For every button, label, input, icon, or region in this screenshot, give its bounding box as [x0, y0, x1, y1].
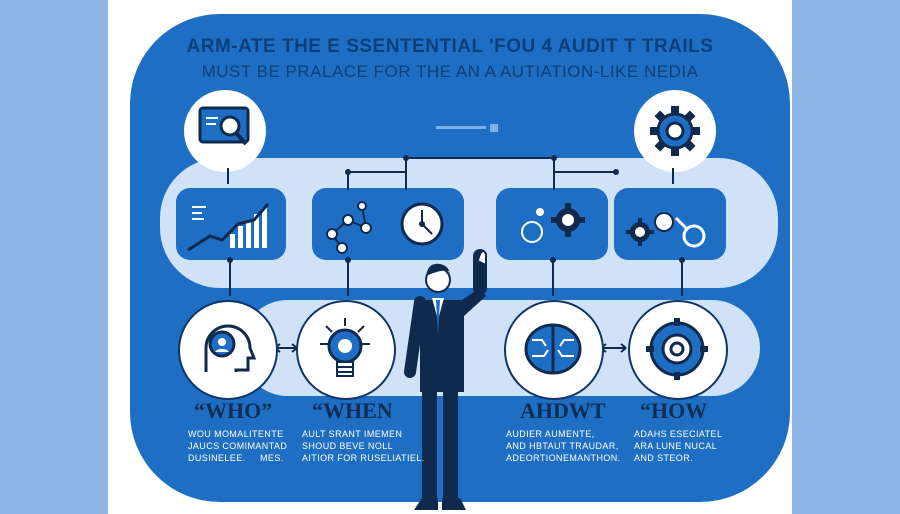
- bar-chart-icon: [187, 203, 270, 252]
- circle-what: [504, 300, 604, 400]
- desc-who: WOU MOMALITENTE JAUCS COMIMANTAD DUSINEL…: [188, 429, 288, 463]
- infographic-canvas: “WHO” “WHEN AHDWT “HOW WOU MOMALITENTE J…: [108, 0, 792, 514]
- label-who: “WHO”: [194, 398, 273, 423]
- label-how: “HOW: [640, 398, 708, 423]
- person-head-icon: [204, 324, 257, 372]
- brain-icon: [524, 323, 582, 375]
- gear-icon: [650, 106, 700, 156]
- businessman-figure: [404, 249, 487, 510]
- magnifier-monitor-icon: [198, 106, 250, 146]
- page-subtitle: MUST BE PRALACE FOR THE AN A AUTIATION-L…: [201, 62, 699, 81]
- label-what: AHDWT: [520, 398, 606, 423]
- desc-how: ADAHS ESECIATEL ARA LUNE NUCAL AND STEOR…: [634, 429, 723, 463]
- desc-what: AUDIER AUMENTE, AND HBTAUT TRAUDAR, ADEO…: [506, 429, 621, 463]
- desc-when: AULT SRANT IMEMEN SHOUD BEVE NOLL AITIOR…: [302, 429, 425, 463]
- card-process: [496, 188, 608, 260]
- gears-icon: [521, 203, 585, 243]
- gear-target-icon: [646, 318, 708, 380]
- network-clock-icon: [326, 201, 444, 254]
- gears-magnifier-icon: [626, 212, 706, 248]
- lightbulb-icon: [320, 318, 370, 377]
- page-title: ARM-ATE THE E SSENTENTIAL 'FOU 4 AUDIT T…: [186, 36, 714, 57]
- label-when: “WHEN: [312, 398, 393, 423]
